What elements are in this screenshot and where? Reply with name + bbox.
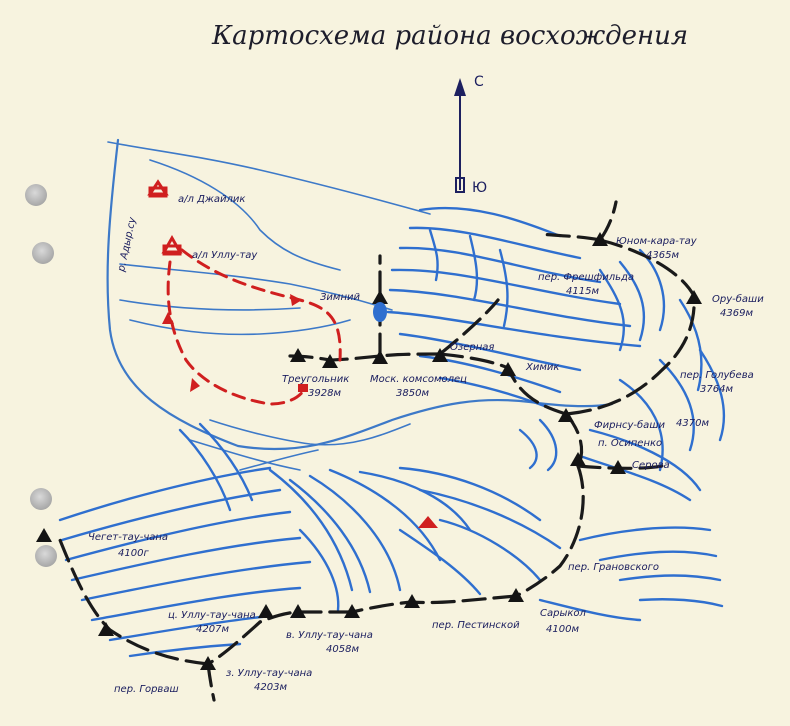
peak-height: 3928м [308,388,341,399]
peak-height: 4207м [196,624,229,635]
camp-label-ullu-tau: а/л Уллу-тау [192,250,258,261]
peak-height: 3850м [396,388,429,399]
peak-marker [570,452,586,466]
peak-height: 4369м [720,308,753,319]
peak-height: 4058м [326,644,359,655]
peak-marker [610,460,626,474]
peak-marker [372,290,388,304]
glacier-lower [58,422,724,658]
peak-label: Серова [632,460,670,471]
peaks [36,232,702,670]
peak-marker [290,604,306,618]
pass-label: пер. Фрешфильда [538,272,634,283]
peak-label: Моск. комсомолец [370,374,467,385]
peak-label: Чегет-тау-чана [88,532,168,543]
peak-label: Юном-кара-тау [616,236,698,247]
compass-south-label: Ю [472,180,487,196]
pass-label: пер. Голубева [680,369,754,381]
peak-marker [98,622,114,636]
compass-north-label: С [474,74,484,90]
pass-height: 3764м [700,384,733,395]
camp-icon [161,234,183,256]
pass-label: пер. Пестинской [432,620,520,631]
camp-icon [147,179,169,198]
pass-label: пер. Горваш [114,684,179,695]
peak-marker [36,528,52,542]
peak-label: Ору-баши [712,293,764,305]
pass-height: 4115м [566,286,599,297]
lake-icon [373,302,387,322]
map-title: Картосхема района восхождения [211,21,688,51]
peak-height: 4100м [546,624,579,635]
peak-marker [686,290,702,304]
camp-label-dzhailik: а/л Джайлик [178,194,245,205]
peak-marker [558,408,574,422]
peak-marker [372,350,388,364]
pass-label: пер. Грановского [568,562,659,573]
peak-label: Химик [525,362,559,373]
peak-marker [500,362,516,376]
peak-marker [344,604,360,618]
peak-marker [432,348,448,362]
peak-label: Треугольник [282,374,349,385]
peak-marker [322,354,338,368]
binder-hole [32,242,54,264]
peak-label: Озерная [450,342,494,353]
peak-height: 4370м [676,418,709,429]
peak-marker [404,594,420,608]
peak-marker [258,604,274,618]
binder-hole [35,545,57,567]
peak-label: з. Уллу-тау-чана [226,668,312,679]
peak-marker [290,348,306,362]
peak-height: 4100г [118,548,149,559]
peak-label: в. Уллу-тау-чана [286,630,373,641]
glacier-upper [386,206,726,502]
hut-icon [418,516,438,528]
binder-hole [25,184,47,206]
peak-label: п. Осипенко [598,438,662,449]
approach-route [162,248,342,406]
hut-icon [298,384,308,392]
peak-marker [200,656,216,670]
north-arrow-icon [454,78,466,193]
binder-hole [30,488,52,510]
peak-label: Фирнсу-баши [594,419,665,431]
peak-height: 4365м [646,250,679,261]
peak-marker [592,232,608,246]
peak-label: ц. Уллу-тау-чана [168,610,256,621]
peak-label: Сарыкол [540,608,587,619]
peak-label: Зимний [320,292,360,303]
river-label: р. Адыр.су [116,215,139,273]
peak-height: 4203м [254,682,287,693]
river-network [106,138,614,471]
peak-marker [508,588,524,602]
